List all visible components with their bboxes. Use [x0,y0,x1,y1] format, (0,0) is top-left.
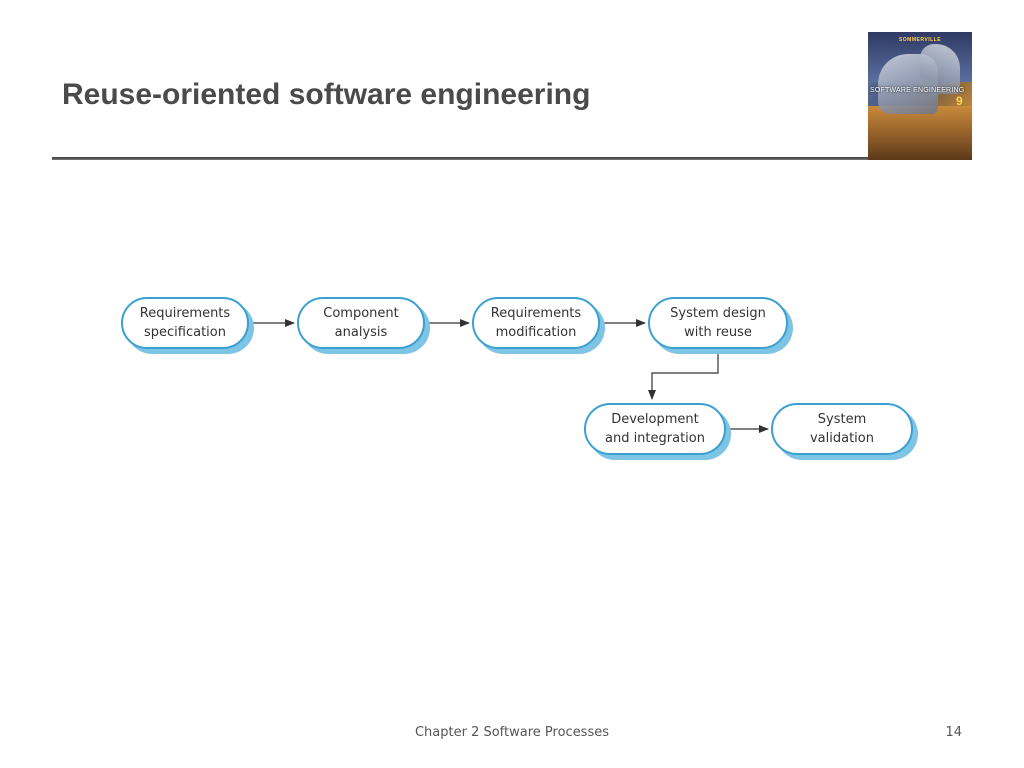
node-system-validation: System validation [771,403,913,455]
node-system-design-with-reuse: System design with reuse [648,297,788,349]
slide-footer: Chapter 2 Software Processes [0,725,1024,740]
edge-design-to-development [652,349,718,399]
node-label: System design with reuse [670,304,766,342]
node-component-analysis: Component analysis [297,297,425,349]
node-requirements-modification: Requirements modification [472,297,600,349]
node-label: Requirements modification [491,304,581,342]
node-label: Component analysis [323,304,398,342]
node-label: System validation [810,410,874,448]
node-label: Development and integration [605,410,705,448]
node-development-and-integration: Development and integration [584,403,726,455]
page-number: 14 [930,725,962,740]
node-requirements-specification: Requirements specification [121,297,249,349]
node-label: Requirements specification [140,304,230,342]
